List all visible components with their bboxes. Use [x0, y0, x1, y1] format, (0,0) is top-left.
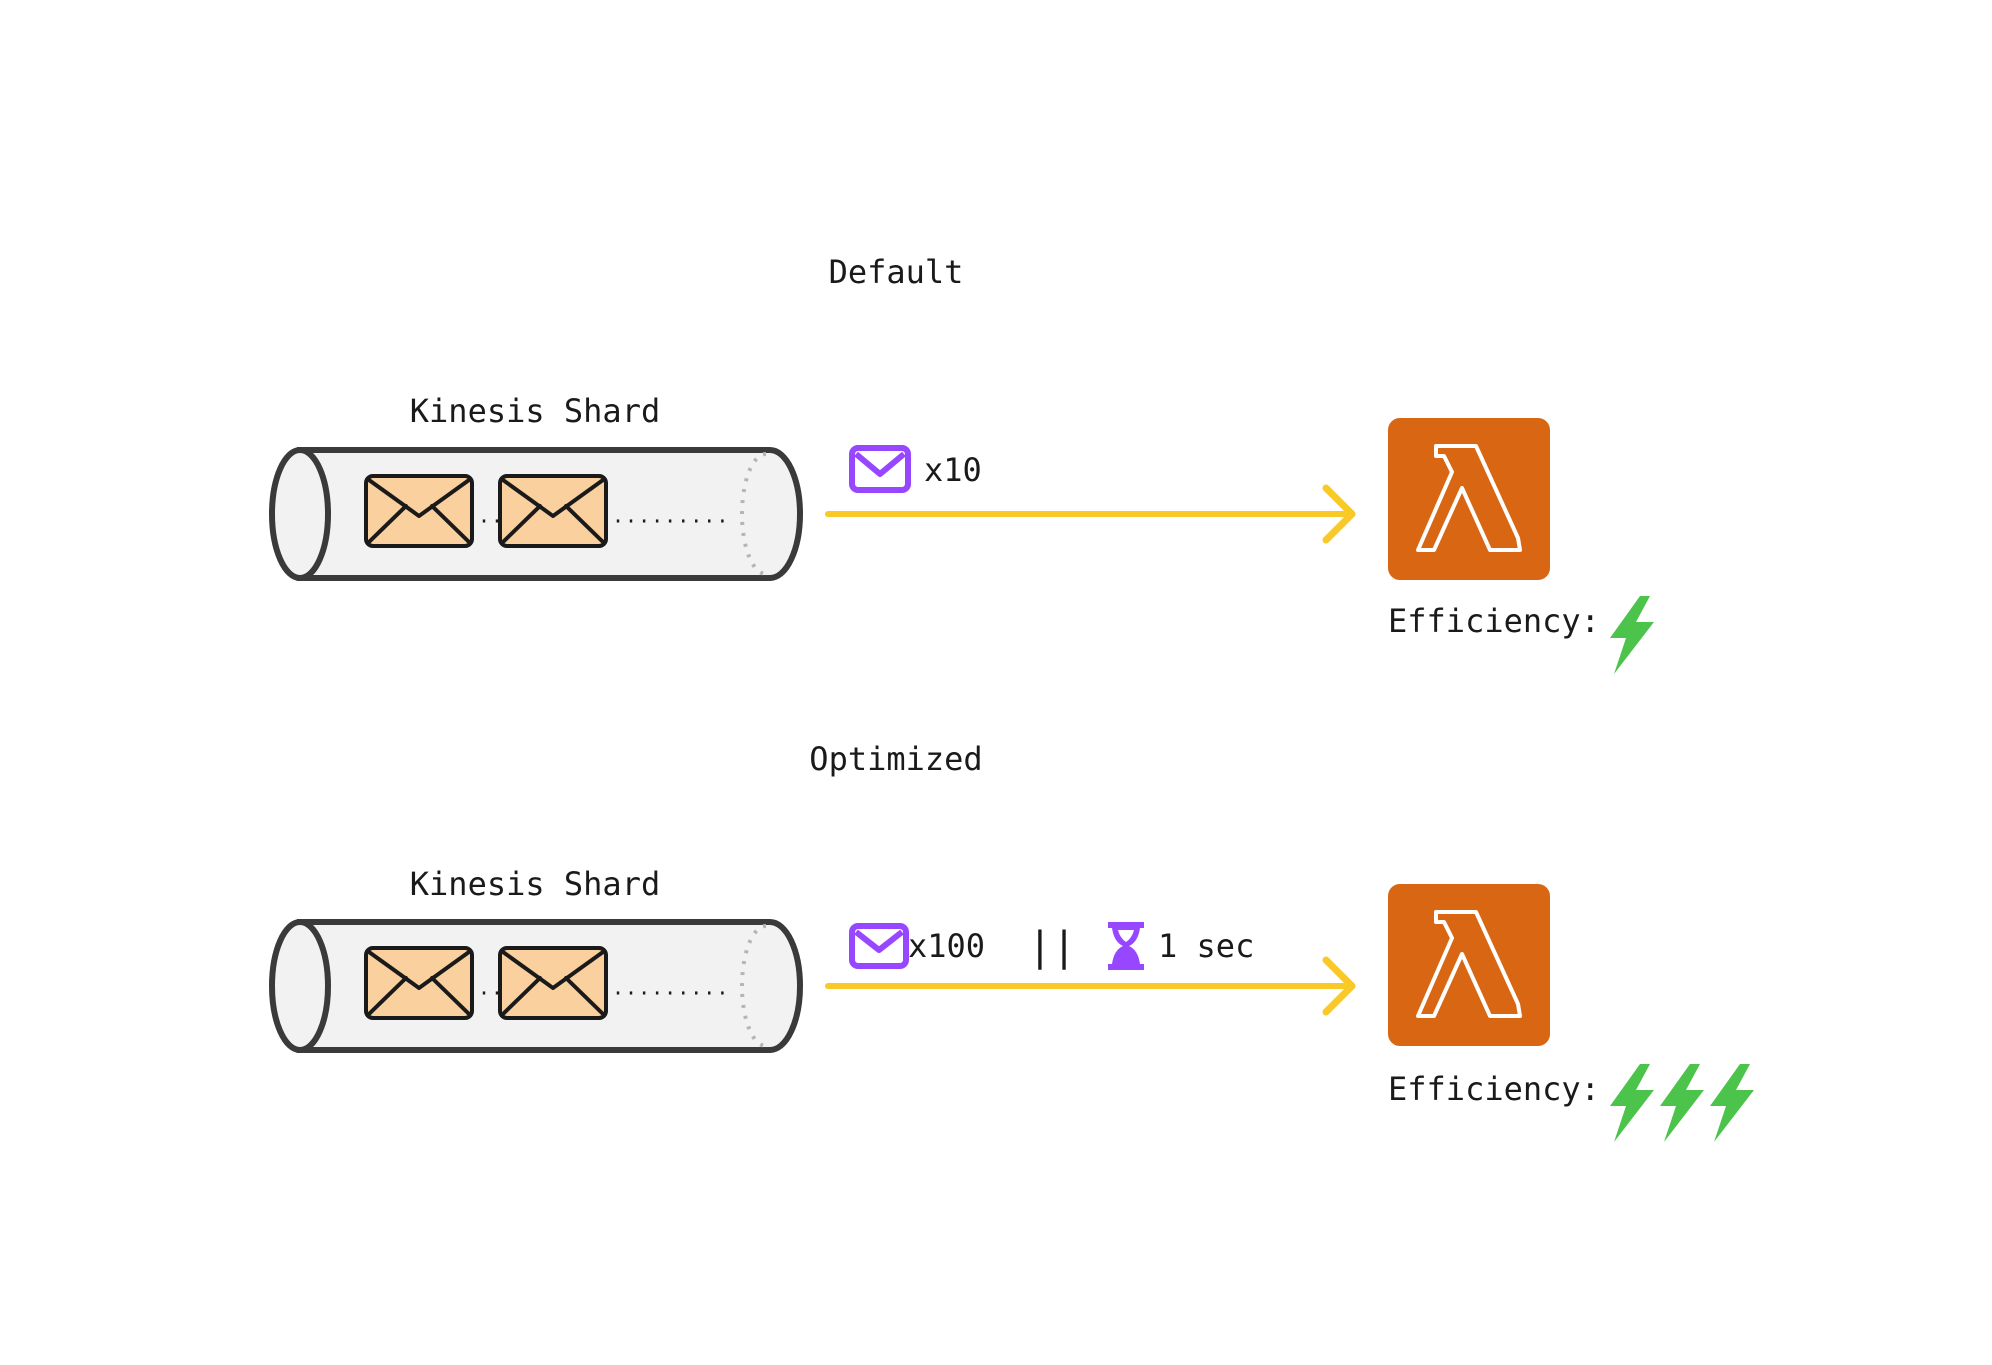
efficiency-rating — [1610, 596, 1654, 674]
aws-lambda-icon — [1388, 418, 1550, 580]
queue-dots-trail: ········· — [612, 981, 729, 1005]
section-title: Optimized — [809, 740, 982, 778]
flow-arrow — [825, 484, 1356, 544]
section-optimized: Optimized Kinesis Shard ··· ········· x1… — [269, 740, 1754, 1142]
shard-label: Kinesis Shard — [410, 865, 660, 903]
envelope-icon — [498, 946, 608, 1020]
lightning-bolt-icon — [1610, 1064, 1654, 1142]
envelope-icon — [364, 946, 474, 1020]
lightning-bolt-icon — [1660, 1064, 1704, 1142]
or-separator: || — [1028, 924, 1076, 970]
efficiency-label: Efficiency: — [1388, 602, 1600, 640]
section-title: Default — [829, 253, 964, 291]
queue-dots-trail: ········· — [612, 509, 729, 533]
flow-arrow — [825, 956, 1356, 1016]
envelope-outline-icon — [849, 923, 909, 969]
batch-size-label: x100 — [908, 927, 985, 965]
aws-lambda-icon — [1388, 884, 1550, 1046]
shard-label: Kinesis Shard — [410, 392, 660, 430]
batch-window-label: 1 sec — [1158, 927, 1254, 965]
envelope-icon — [498, 474, 608, 548]
hourglass-icon — [1108, 922, 1144, 970]
envelope-outline-icon — [849, 445, 911, 493]
section-default: Default Kinesis Shard ··· ········· x10 — [269, 253, 1654, 674]
envelope-icon — [364, 474, 474, 548]
efficiency-label: Efficiency: — [1388, 1070, 1600, 1108]
lightning-bolt-icon — [1710, 1064, 1754, 1142]
batch-size-label: x10 — [924, 451, 982, 489]
efficiency-rating — [1610, 1064, 1754, 1142]
lightning-bolt-icon — [1610, 596, 1654, 674]
